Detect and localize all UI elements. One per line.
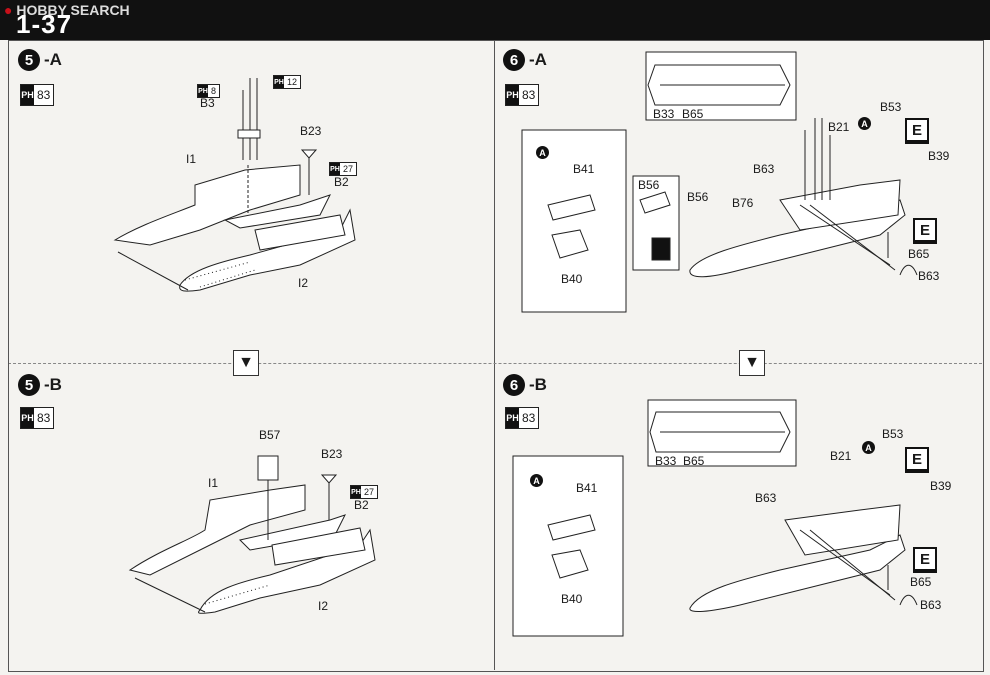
step-6a-part-b56: B56 [687, 190, 709, 204]
ph-ref-number: 83 [519, 85, 539, 105]
step-5b-part-b23: B23 [321, 447, 343, 461]
step-6a-part-b56-inset: B56 [638, 178, 660, 192]
step-5a-part-i1: I1 [186, 152, 197, 166]
photo-etch-icon: PH [506, 408, 519, 428]
step-6a-number: 6 [503, 49, 525, 71]
next-step-arrow-icon-right: ▼ [739, 350, 765, 376]
step-6a-inset-a-marker: A [536, 146, 549, 159]
panel-divider-vertical [494, 40, 495, 670]
step-6a-part-b65-top: B65 [682, 107, 704, 121]
step-6a-label: 6 -A [503, 49, 547, 71]
step-6b-e-marker-1: E [905, 447, 929, 473]
step-6b-part-b41: B41 [576, 481, 598, 495]
next-step-arrow-icon: ▼ [233, 350, 259, 376]
step-5b-part-b2: B2 [354, 498, 369, 512]
step-5a-label: 5 -A [18, 49, 62, 71]
step-5a-part-b3: B3 [200, 96, 215, 110]
step-6a-a-marker: A [858, 117, 871, 130]
step-6b-part-b40: B40 [561, 592, 583, 606]
page-frame [8, 40, 984, 672]
step-6a-part-b33: B33 [653, 107, 675, 121]
watermark: ● HOBBY SEARCH [4, 2, 130, 18]
step-5a-number: 5 [18, 49, 40, 71]
page-header-bar: ● HOBBY SEARCH 1-37 [0, 0, 990, 40]
step-6b-label: 6 -B [503, 374, 547, 396]
step-6b-a-marker: A [862, 441, 875, 454]
step-6a-part-b21: B21 [828, 120, 850, 134]
watermark-text: HOBBY SEARCH [16, 2, 130, 18]
ph-ref-number: 83 [34, 85, 54, 105]
step-5b-submarine-drawing [128, 455, 376, 614]
step-6a-part-b41: B41 [573, 162, 595, 176]
step-6a-part-b39: B39 [928, 149, 950, 163]
step-6b-number: 6 [503, 374, 525, 396]
step-6b-suffix: -B [529, 375, 547, 394]
step-6b-part-b53: B53 [882, 427, 904, 441]
step-6b-top-inset [647, 399, 797, 467]
photo-etch-icon: PH [21, 408, 34, 428]
step-5b-part-b57: B57 [259, 428, 281, 442]
step-5b-suffix: -B [44, 375, 62, 394]
step-6b-part-b33: B33 [655, 454, 677, 468]
step-6a-part-b76: B76 [732, 196, 754, 210]
step-6b-submarine-drawing [689, 504, 918, 613]
ph-ref-number: 83 [519, 408, 539, 428]
step-6b-detail-inset [512, 455, 624, 637]
step-5a-part-i2: I2 [298, 276, 309, 290]
step-6b-part-b39: B39 [930, 479, 952, 493]
step-6a-part-b63: B63 [753, 162, 775, 176]
step-6b-part-b63: B63 [755, 491, 777, 505]
step-6b-part-b63-bottom: B63 [920, 598, 942, 612]
photo-etch-icon: PH [506, 85, 519, 105]
step-6b-e-marker-2: E [913, 547, 937, 573]
step-6a-part-b53: B53 [880, 100, 902, 114]
step-5a-suffix: -A [44, 50, 62, 69]
step-5b-part-i2: I2 [318, 599, 329, 613]
step-6b-part-b21: B21 [830, 449, 852, 463]
ph-ref-number: 83 [34, 408, 54, 428]
step-6a-submarine-drawing [689, 118, 918, 278]
step-6a-part-b65: B65 [908, 247, 930, 261]
page-number: 1-37 [16, 9, 73, 39]
step-6a-e-marker-1: E [905, 118, 929, 144]
step-5a-part-b2: B2 [334, 175, 349, 189]
step-5b-label: 5 -B [18, 374, 62, 396]
step-5a-submarine-drawing [113, 78, 356, 292]
panel-divider-horizontal [8, 363, 982, 364]
step-6a-part-b40: B40 [561, 272, 583, 286]
step-6a-detail-inset [521, 129, 627, 313]
step-6b-part-b65-top: B65 [683, 454, 705, 468]
step-6b-part-b65: B65 [910, 575, 932, 589]
step-5b-part-i1: I1 [208, 476, 219, 490]
watermark-logo-icon: ● [4, 2, 13, 18]
step-6a-suffix: -A [529, 50, 547, 69]
step-6a-part-b63-bottom: B63 [918, 269, 940, 283]
photo-etch-icon: PH [21, 85, 34, 105]
step-6a-e-marker-2: E [913, 218, 937, 244]
step-6b-inset-a-marker: A [530, 474, 543, 487]
step-5a-part-b23: B23 [300, 124, 322, 138]
step-5b-number: 5 [18, 374, 40, 396]
step-6a-top-inset [645, 51, 797, 121]
